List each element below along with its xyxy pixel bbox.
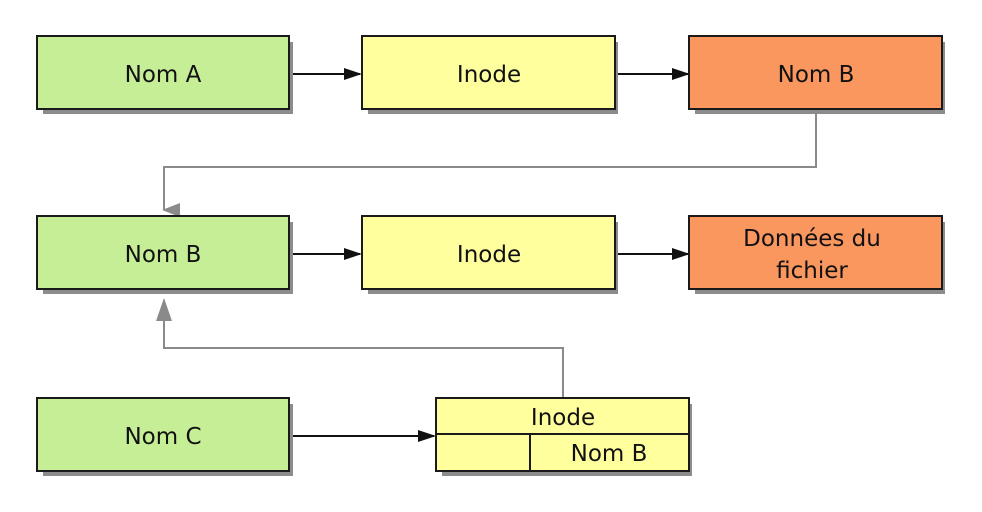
- box-row3-directory-inode: Inode Nom B: [435, 397, 692, 476]
- label-row1-inode: Inode: [457, 62, 521, 88]
- box-row1-inode: Inode: [361, 35, 618, 114]
- link-row1-to-row2: [162, 112, 817, 217]
- box-row2-file-data: Données du fichier: [688, 215, 945, 294]
- label-name-a: Nom A: [125, 62, 202, 88]
- box-row2-name-b: Nom B: [36, 215, 293, 294]
- label-row3-inode-entry: Nom B: [571, 441, 648, 467]
- box-row3-name-c: Nom C: [36, 397, 293, 476]
- label-row1-name-b: Nom B: [778, 62, 855, 88]
- box-row2-inode: Inode: [361, 215, 618, 294]
- label-row3-inode: Inode: [531, 405, 595, 431]
- label-row2-name-b: Nom B: [125, 242, 202, 268]
- label-name-c: Nom C: [124, 424, 201, 450]
- box-row1-name-b: Nom B: [688, 35, 945, 114]
- box-row1-name-a: Nom A: [36, 35, 293, 114]
- link-row3-to-row2: [163, 300, 564, 398]
- label-file-data-line2: fichier: [776, 258, 848, 284]
- label-file-data-line1: Données du: [743, 226, 881, 252]
- label-row2-inode: Inode: [457, 242, 521, 268]
- link-row3-arrowhead: [156, 298, 172, 321]
